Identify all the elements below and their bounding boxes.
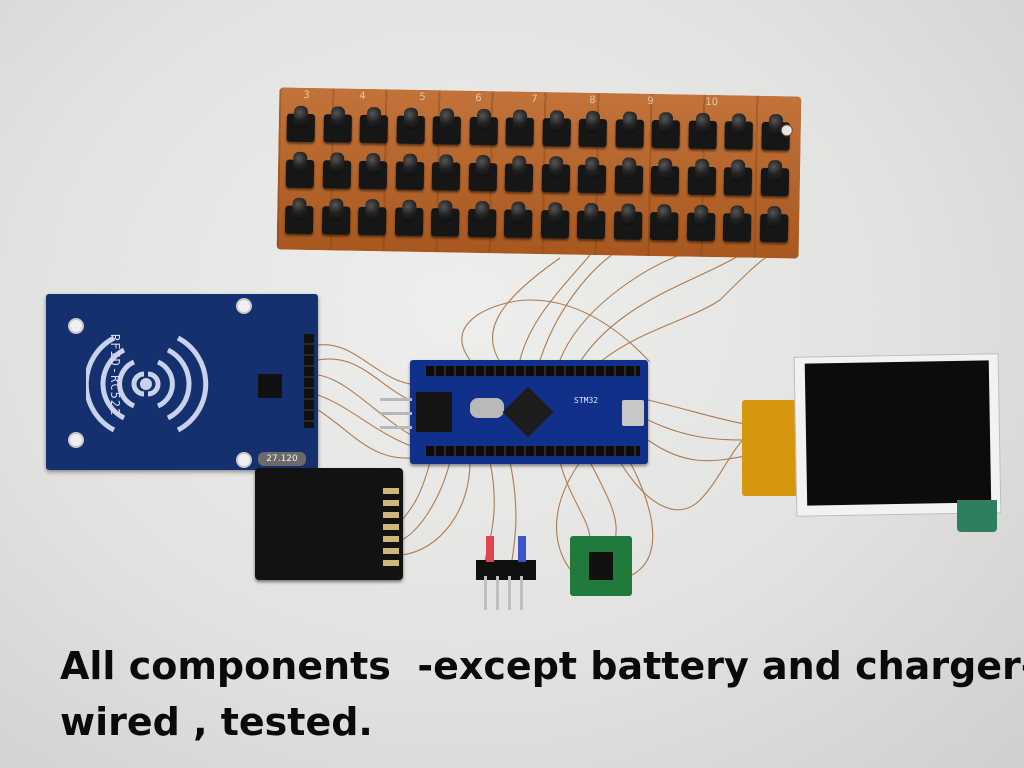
- header-pin: [508, 576, 511, 610]
- pushbutton: [577, 164, 607, 194]
- sd-contact: [383, 536, 399, 542]
- pushbutton: [541, 118, 571, 147]
- heat-shrink-blue: [518, 536, 526, 562]
- stm32-microcontroller-board: STM32: [410, 360, 648, 464]
- keypad-row: [284, 205, 788, 243]
- heat-shrink-red: [486, 536, 494, 562]
- mounting-hole: [236, 452, 252, 468]
- pushbutton: [468, 116, 498, 146]
- display-screen: [804, 360, 992, 506]
- pushbutton: [650, 165, 680, 195]
- crystal-oscillator: [470, 398, 504, 418]
- mounting-hole: [68, 432, 84, 448]
- pushbutton: [541, 164, 570, 193]
- mounting-hole: [68, 318, 84, 334]
- sd-contact: [383, 560, 399, 566]
- pushbutton: [576, 210, 606, 240]
- rfid-board-label: RFID-RC522: [108, 334, 122, 417]
- pushbutton: [285, 159, 315, 189]
- pin-header: [426, 446, 640, 456]
- small-ic-module: [570, 536, 632, 596]
- tft-display: [793, 353, 1002, 517]
- column-number: 7: [531, 93, 538, 105]
- pushbutton: [431, 162, 461, 191]
- programming-pin: [380, 398, 412, 401]
- pushbutton: [394, 207, 423, 236]
- pushbutton: [505, 117, 534, 146]
- pin-header-strip: [476, 560, 536, 580]
- pin-header: [304, 334, 314, 428]
- chip-label: STM32: [574, 396, 599, 405]
- pushbutton: [504, 163, 534, 192]
- sd-contact: [383, 512, 399, 518]
- keypad-row: [286, 113, 790, 151]
- mounting-hole: [780, 124, 793, 137]
- antenna-icon: [86, 335, 209, 433]
- pushbutton: [359, 114, 388, 144]
- caption-line-2: wired , tested.: [60, 700, 373, 744]
- header-pin: [520, 576, 523, 610]
- pushbutton: [395, 161, 424, 190]
- column-number: 8: [589, 94, 596, 106]
- header-pin: [496, 576, 499, 610]
- crystal-oscillator: 27.120: [258, 452, 306, 466]
- mounting-hole: [236, 298, 252, 314]
- column-number: 10: [705, 96, 719, 109]
- programming-pin: [380, 412, 412, 415]
- pushbutton: [649, 211, 679, 241]
- pushbutton: [613, 211, 642, 240]
- pushbutton: [760, 167, 789, 197]
- sd-contact: [383, 548, 399, 554]
- pushbutton: [724, 121, 753, 150]
- column-number: 3: [303, 89, 310, 101]
- sd-contact: [383, 488, 399, 494]
- pushbutton: [286, 113, 315, 143]
- rfid-chip: [258, 374, 282, 398]
- usb-connector: [622, 400, 644, 426]
- pushbutton: [651, 119, 680, 149]
- pushbutton: [321, 206, 350, 235]
- pushbutton: [722, 213, 752, 242]
- rfid-reader-board: RFID-RC522 27.120: [46, 294, 318, 470]
- pushbutton: [686, 212, 715, 242]
- sd-contact: [383, 500, 399, 506]
- column-number: 5: [419, 91, 426, 104]
- pushbutton: [540, 210, 569, 239]
- pushbutton: [614, 165, 643, 194]
- mcu-chip: [502, 386, 554, 438]
- photo-caption: All components -except battery and charg…: [60, 638, 1024, 750]
- pushbutton: [284, 205, 314, 235]
- pushbutton: [430, 208, 460, 237]
- pushbutton: [687, 120, 717, 150]
- pushbutton: [759, 213, 788, 243]
- column-number: 9: [647, 95, 654, 107]
- pushbutton: [578, 118, 607, 148]
- caption-line-1: All components -except battery and charg…: [60, 644, 1024, 688]
- pushbutton: [395, 115, 425, 144]
- pushbutton: [322, 160, 351, 189]
- pushbutton: [357, 206, 387, 236]
- keypad-row: [285, 159, 789, 197]
- module-chip: [589, 552, 613, 580]
- display-protective-tab: [957, 500, 997, 532]
- column-number: 6: [475, 92, 482, 104]
- pushbutton: [432, 116, 461, 145]
- pushbutton: [323, 114, 352, 143]
- pushbutton: [614, 119, 644, 148]
- pushbutton: [723, 167, 753, 196]
- sd-contact: [383, 524, 399, 530]
- pushbutton: [467, 208, 496, 238]
- boot-jumpers: [416, 392, 452, 432]
- sd-card-adapter: [255, 468, 403, 580]
- pushbutton: [358, 160, 388, 190]
- pin-header: [426, 366, 640, 376]
- pushbutton: [503, 209, 533, 238]
- programming-pin: [380, 426, 412, 429]
- pushbutton: [687, 166, 716, 196]
- pushbutton-keypad-board: 3 4 5 6 7 8 9 10: [276, 87, 802, 259]
- header-pin: [484, 576, 487, 610]
- pushbutton: [468, 162, 497, 192]
- column-number: 4: [359, 90, 366, 102]
